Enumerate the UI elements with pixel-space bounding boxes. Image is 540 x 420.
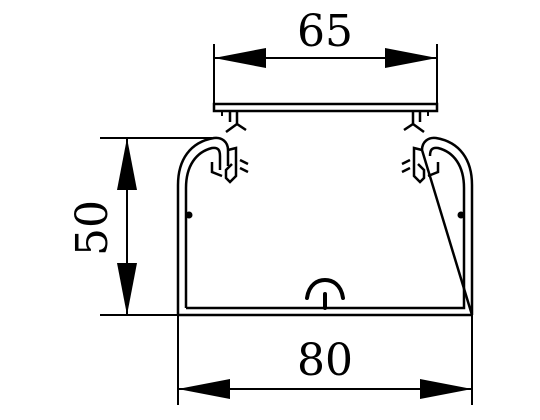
top-width-label: 65 [297, 6, 353, 57]
base-latch-right [401, 146, 440, 184]
side-bump-left [185, 211, 193, 219]
height-label: 50 [67, 200, 118, 256]
left-arrowhead-top [117, 138, 137, 190]
bottom-arrowhead-left [178, 379, 230, 399]
base-profile [176, 136, 474, 317]
bottom-arrowhead-right [420, 379, 472, 399]
cover-ticks [221, 111, 429, 116]
side-bump-right [457, 211, 465, 219]
cover-plate [212, 102, 439, 113]
top-arrowhead-right [385, 48, 437, 68]
bottom-dimension: 80 [177, 315, 473, 405]
left-dimension: 50 [67, 137, 212, 316]
cover-clip-left [225, 111, 247, 134]
top-dimension: 65 [213, 6, 438, 106]
base-latch-left [210, 146, 249, 184]
top-arrowhead-left [214, 48, 266, 68]
cover-clip-right [403, 111, 425, 134]
center-anchor [305, 277, 345, 310]
left-arrowhead-bottom [117, 263, 137, 315]
bottom-width-label: 80 [297, 335, 353, 386]
cover [212, 102, 439, 134]
base-outer-contour [176, 136, 474, 316]
base-inner-contour [184, 146, 466, 310]
